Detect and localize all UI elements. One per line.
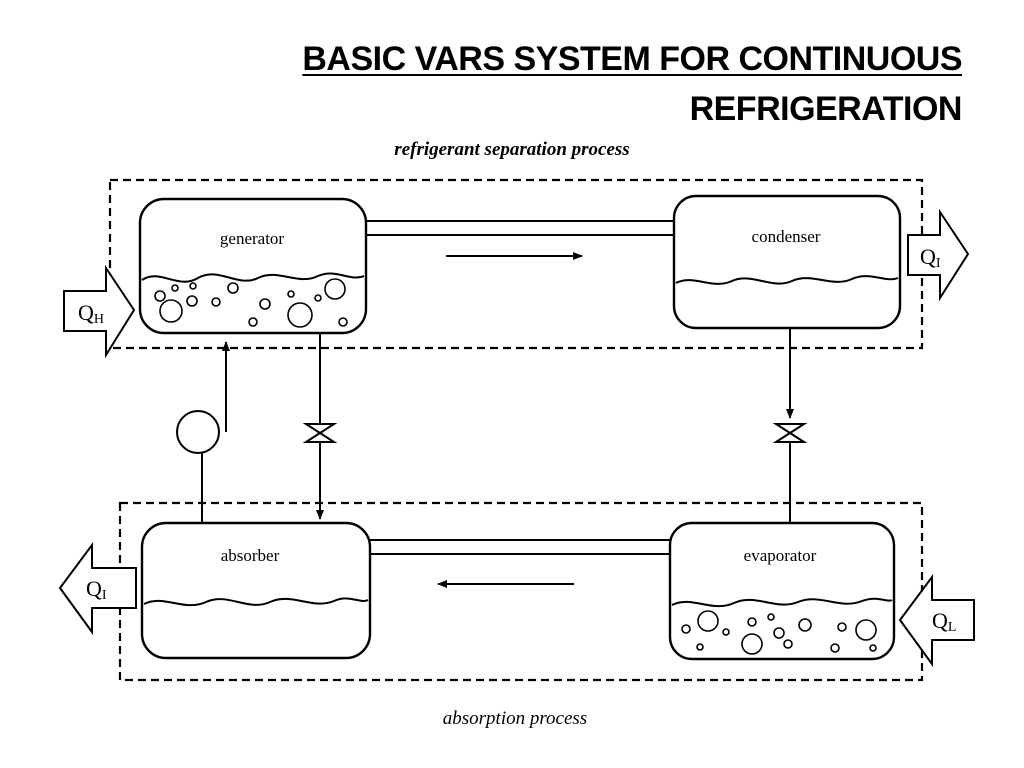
evaporator-label: evaporator: [744, 546, 817, 565]
qi2-main: Q: [86, 576, 102, 601]
ql-main: Q: [932, 608, 948, 633]
condenser-label: condenser: [752, 227, 821, 246]
absorber-label: absorber: [221, 546, 280, 565]
generator-vessel: generator: [138, 197, 368, 335]
pump-line: [201, 341, 230, 523]
vapor-pipe: [364, 220, 676, 236]
heat-in-generator: QH: [63, 264, 136, 359]
qi2-sub: I: [102, 588, 107, 603]
pump-icon: [176, 410, 220, 454]
qh-main: Q: [78, 300, 94, 325]
qi-sub: I: [936, 256, 941, 271]
absorber-vessel: absorber: [140, 521, 372, 660]
qh-sub: H: [94, 312, 104, 327]
ql-sub: L: [948, 620, 957, 635]
top-caption: refrigerant separation process: [394, 139, 629, 160]
expansion-valve-icon: [302, 423, 338, 443]
svg-text:QH: QH: [78, 300, 104, 327]
evaporator-vessel: evaporator: [668, 521, 896, 661]
page-title: BASIC VARS SYSTEM FOR CONTINUOUS REFRIGE…: [182, 34, 962, 134]
bubbles: [681, 610, 877, 655]
expansion-valve-icon: [772, 423, 808, 443]
separation-boundary: [108, 178, 924, 350]
condenser-vessel: condenser: [672, 194, 902, 330]
title-line-1: BASIC VARS SYSTEM FOR CONTINUOUS: [302, 40, 962, 78]
svg-text:QL: QL: [932, 608, 956, 635]
heat-out-absorber: QI: [58, 541, 137, 636]
heat-in-evaporator: QL: [898, 573, 975, 668]
vapor-pipe-bottom: [368, 539, 672, 555]
svg-text:QI: QI: [86, 576, 107, 603]
qi-main: Q: [920, 244, 936, 269]
bubbles: [154, 278, 348, 328]
bottom-caption: absorption process: [443, 708, 587, 729]
title-line-2: REFRIGERATION: [689, 90, 963, 128]
generator-label: generator: [220, 229, 285, 248]
svg-text:QI: QI: [920, 244, 941, 271]
heat-out-condenser: QI: [907, 208, 970, 302]
